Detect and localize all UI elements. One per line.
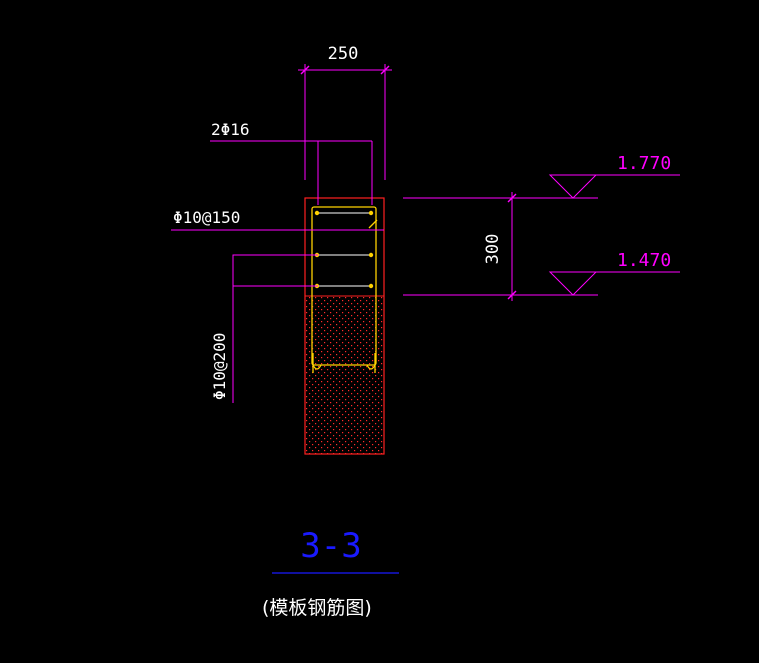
- width-tick-right: [380, 65, 390, 75]
- elevation-marker-top: [548, 174, 680, 199]
- concrete-outline: [304, 197, 385, 455]
- height-dimension-label: 300: [483, 234, 503, 265]
- rebar-dot-low-right: [368, 283, 374, 289]
- elevation-bottom-label: 1.470: [617, 250, 671, 271]
- elevation-marker-bottom: [548, 271, 680, 296]
- width-tick-left: [300, 65, 310, 75]
- section-subtitle: (模板钢筋图): [262, 597, 372, 619]
- top-bars-label: 2Φ16: [211, 120, 250, 139]
- height-tick-bottom: [507, 290, 517, 300]
- stirrup-upper-label: Φ10@150: [173, 208, 240, 227]
- section-title: 3-3: [300, 526, 361, 566]
- rebar-dot-mid-right: [368, 252, 374, 258]
- width-dimension: [298, 64, 392, 180]
- rebar-dot-top-left: [314, 210, 320, 216]
- rebar-bars: [314, 210, 374, 289]
- width-dimension-label: 250: [328, 44, 359, 64]
- elevation-top-label: 1.770: [617, 153, 671, 174]
- leader-top-bars: [210, 140, 319, 205]
- height-dimension: [403, 192, 598, 301]
- height-tick-top: [507, 193, 517, 203]
- stirrup-hook-upper: [368, 219, 378, 229]
- concrete-section: [304, 197, 385, 455]
- rebar-dot-top-right: [368, 210, 374, 216]
- stirrup-lower-label: Φ10@200: [210, 333, 229, 400]
- hook-left-curve: [312, 364, 322, 370]
- triangle-elevation-icon: [548, 174, 598, 199]
- triangle-elevation-icon: [548, 271, 598, 296]
- leader-stirrup-lower-a: [232, 254, 318, 403]
- leader-lines: [171, 140, 384, 403]
- hook-right-curve: [366, 364, 376, 370]
- concrete-hatch-fill: [305, 296, 384, 454]
